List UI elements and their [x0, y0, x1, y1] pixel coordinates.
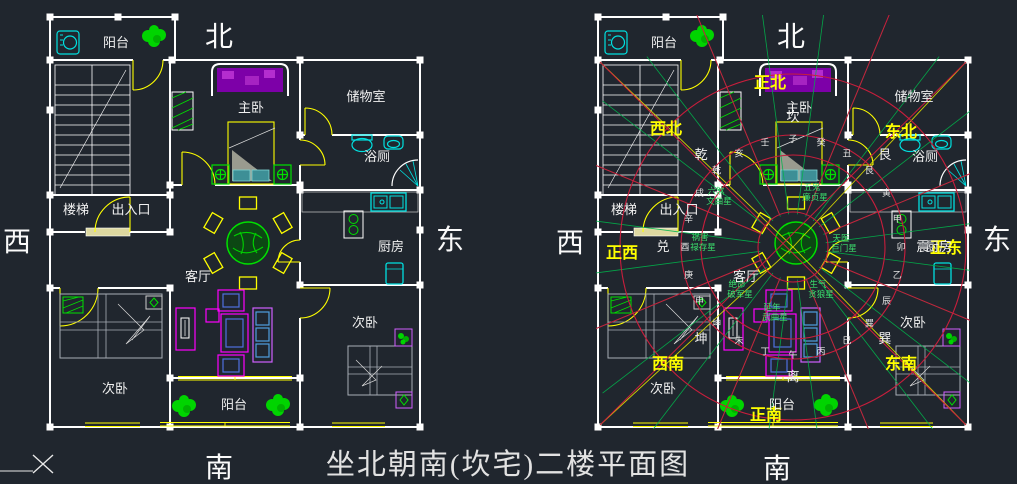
direction-sector-label: 西北 [650, 120, 682, 138]
canvas-cross-marker [0, 454, 54, 474]
trigram-label: 离 [786, 369, 799, 384]
ring24-char: 卯 [896, 242, 905, 252]
ring24-char: 午 [788, 349, 797, 360]
ring24-char: 寅 [882, 187, 891, 198]
room-label-master_bedroom: 主卧 [786, 100, 812, 115]
star-label-name: 生气 [809, 279, 827, 289]
direction-sector-label: 西南 [652, 354, 684, 373]
cardinal-east-label: 东 [436, 224, 464, 256]
room-label-living_room: 客厅 [733, 269, 759, 284]
ring24-char: 未 [734, 335, 743, 346]
ring24-char: 庚 [684, 269, 693, 280]
ring24-char: 乾 [712, 165, 721, 176]
ring24-char: 酉 [680, 242, 689, 252]
star-label-star: 巨门星 [831, 243, 857, 253]
room-label-entrance: 出入口 [659, 202, 698, 217]
room-label-storage: 储物室 [346, 89, 385, 104]
compass-lines [596, 15, 970, 429]
room-label-entrance: 出入口 [111, 202, 150, 217]
trigram-label: 乾 [695, 147, 708, 162]
ring24-char: 艮 [865, 166, 874, 176]
trigram-label: 兑 [656, 239, 669, 254]
star-label-name: 五鬼 [803, 182, 821, 192]
trigram-label: 坎 [786, 109, 799, 124]
ring24-char: 亥 [734, 147, 743, 158]
ring24-char: 辛 [684, 213, 693, 224]
star-label-star: 破军星 [727, 289, 753, 299]
ring24-char: 子 [788, 134, 797, 144]
cardinal-north-label: 北 [777, 22, 805, 53]
star-label-name: 天医 [832, 233, 850, 243]
ring24-char: 丙 [816, 346, 825, 356]
ring24-char: 壬 [761, 138, 770, 148]
room-label-master_bedroom: 主卧 [238, 100, 264, 115]
ring24-char: 申 [695, 295, 704, 306]
cardinal-north-label: 北 [205, 22, 233, 53]
star-label-star: 廉贞星 [802, 192, 828, 202]
star-label-name: 祸害 [691, 232, 708, 242]
room-label-bedroom_se: 次卧 [900, 315, 926, 330]
ring24-char: 丑 [842, 148, 851, 158]
room-label-balcony_bottom: 阳台 [221, 397, 247, 412]
ring24-char: 戌 [695, 187, 704, 198]
trigram-label: 艮 [878, 147, 891, 162]
direction-sector-label: 东南 [885, 354, 917, 373]
room-label-bedroom_se: 次卧 [352, 315, 378, 330]
room-label-kitchen: 厨房 [378, 239, 404, 254]
room-label-balcony_top: 阳台 [651, 35, 677, 50]
room-label-kitchen: 厨房 [926, 239, 952, 254]
drawing-title: 坐北朝南(坎宅)二楼平面图 [326, 448, 690, 481]
room-label-balcony_top: 阳台 [103, 35, 129, 50]
star-label-star: 禄存星 [690, 242, 716, 252]
feng-shui-compass-overlay: 子癸丑艮寅甲卯乙辰巽巳丙午丁未坤申庚酉辛戌乾亥壬坎艮震巽离坤兑乾五鬼廉贞星六煞文… [596, 15, 970, 429]
ring24-char: 丁 [761, 346, 770, 356]
room-label-storage: 储物室 [894, 89, 933, 104]
room-label-bathroom: 浴厕 [912, 149, 938, 164]
room-label-stairs: 楼梯 [611, 202, 637, 217]
star-label-name: 延年 [763, 302, 781, 312]
ring24-char: 乙 [893, 270, 902, 280]
room-label-balcony_bottom: 阳台 [769, 397, 795, 412]
cardinal-south-label: 南 [763, 453, 791, 484]
room-and-cardinal-labels: 阳台主卧储物室浴厕楼梯出入口客厅厨房次卧次卧阳台北西东南阳台主卧储物室浴厕楼梯出… [3, 22, 1011, 484]
direction-sector-label: 东北 [885, 122, 917, 141]
direction-sector-label: 正北 [754, 74, 786, 92]
star-label-star: 贪狼星 [808, 289, 834, 299]
star-label-name: 绝命 [728, 279, 746, 289]
cardinal-south-label: 南 [205, 452, 233, 484]
cardinal-east-label: 东 [983, 224, 1011, 256]
direction-sector-label: 正西 [606, 244, 638, 262]
ring24-char: 癸 [816, 137, 825, 148]
direction-sector-label: 正东 [930, 238, 962, 257]
room-label-bedroom_sw: 次卧 [102, 381, 128, 396]
room-label-living_room: 客厅 [185, 269, 211, 284]
trigram-label: 震 [916, 239, 929, 254]
room-label-bedroom_sw: 次卧 [650, 381, 676, 396]
star-label-star: 文曲星 [706, 196, 732, 206]
left-floor-plan [47, 14, 424, 431]
room-label-bathroom: 浴厕 [364, 149, 390, 164]
cardinal-west-label: 西 [3, 227, 31, 258]
ring24-char: 巽 [865, 318, 874, 328]
room-label-stairs: 楼梯 [63, 202, 89, 217]
star-label-name: 六煞 [707, 186, 725, 196]
ring24-char: 坤 [712, 317, 721, 328]
ring24-char: 巳 [842, 336, 851, 346]
ring24-char: 辰 [882, 296, 891, 306]
ring24-char: 甲 [893, 214, 902, 224]
direction-sector-label: 正南 [750, 405, 782, 424]
trigram-label: 巽 [878, 331, 891, 346]
trigram-label: 坤 [695, 331, 708, 346]
star-label-star: 武曲星 [762, 312, 788, 322]
cardinal-west-label: 西 [556, 228, 584, 259]
